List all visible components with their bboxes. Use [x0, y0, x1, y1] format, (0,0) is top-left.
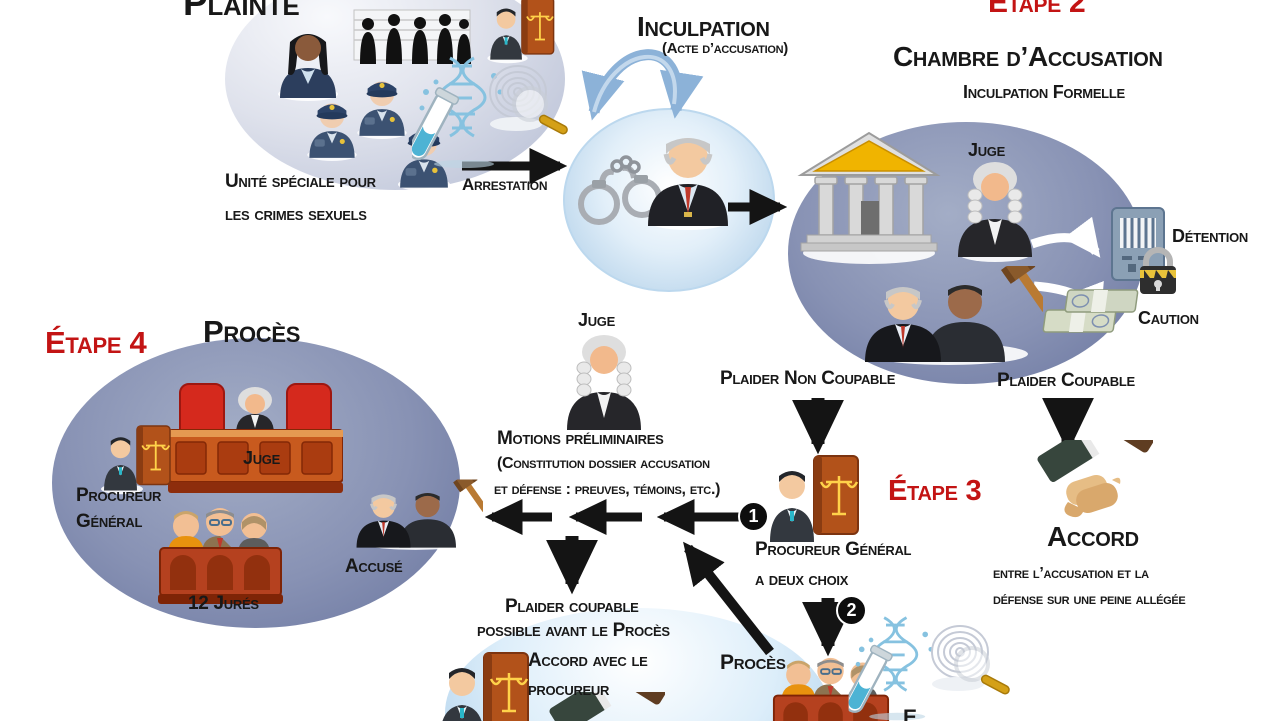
caution-label: Caution — [1138, 308, 1199, 328]
inculpation-title: Inculpation — [637, 11, 770, 42]
plea-line2: possible avant le Procès — [477, 620, 670, 641]
handcuffs-icon — [578, 155, 662, 225]
step2-judge-label: Juge — [968, 140, 1005, 160]
step4-jury-label: 12 Jurés — [188, 593, 259, 614]
arrestation-label: Arrestation — [462, 175, 548, 194]
inculpation-curved-arrow-highlight — [592, 54, 677, 113]
money-stack-icon — [1042, 289, 1139, 333]
partial-bottom-text: E — [903, 706, 917, 721]
accord-line1: entre l’accusation et la — [993, 565, 1149, 582]
inculpation-curved-arrow — [581, 49, 704, 121]
step1-unit-line2: les crimes sexuels — [225, 204, 367, 225]
motions-line2: (Constitution dossier accusation — [497, 455, 710, 472]
detention-label: Détention — [1172, 226, 1249, 246]
suspect-lineup-icon — [353, 9, 471, 64]
accord-title: Accord — [1047, 521, 1139, 552]
plea-line4: procureur — [528, 679, 610, 700]
step2-etape: Étape 2 — [988, 0, 1086, 19]
accord-line2: défense sur une peine allégée — [993, 591, 1186, 608]
motions-line1: Motions préliminaires — [497, 428, 664, 449]
fingerprint-magnifier-icon — [478, 62, 573, 142]
step4-prosecutor-line2: Général — [76, 511, 143, 532]
step3-prosecutor-label: Procureur Général — [755, 539, 912, 560]
step4-title: Procès — [203, 314, 301, 349]
step3-prosecutor-label2: a deux choix — [755, 569, 849, 589]
jury-trio-icon — [158, 492, 283, 607]
step2-title: Chambre d’Accusation — [893, 41, 1163, 72]
courthouse-icon — [797, 131, 941, 264]
motions-line3: et défense : preuves, témoins, etc.) — [494, 481, 721, 498]
step3-judge-label: Juge — [578, 310, 615, 330]
defendant-with-lawyer-gavel-icon — [853, 266, 1043, 366]
step1-heading: Plainte — [183, 0, 300, 23]
plea-line3: Accord avec le — [528, 650, 648, 671]
step3-etape: Étape 3 — [888, 475, 982, 507]
step4-accused-label: Accusé — [345, 556, 403, 577]
judge-bench-red-chairs-icon — [168, 383, 343, 493]
step2-subtitle: Inculpation Formelle — [963, 82, 1125, 102]
choice1-badge: 1 — [738, 501, 769, 532]
plea-line1: Plaider coupable — [505, 596, 639, 617]
defendant-with-lawyer-gavel-icon — [348, 465, 483, 565]
fingerprint-magnifier-icon — [920, 622, 1015, 702]
step4-judge-label: Juge — [243, 448, 280, 468]
prosecutor-law-book-icon — [762, 448, 862, 548]
choice2-badge: 2 — [836, 595, 867, 626]
plead-guilty-label: Plaider Coupable — [997, 370, 1135, 391]
arrested-man-icon — [648, 138, 728, 230]
inculpation-subtitle: (Acte d’accusation) — [662, 40, 788, 57]
trial-label: Procès — [720, 651, 786, 674]
victim-woman-icon — [278, 34, 338, 101]
judge-wig-icon — [558, 326, 650, 436]
prosecutor-law-book-icon — [88, 420, 183, 495]
judge-wig-icon — [950, 152, 1040, 264]
prosecutor-law-book-icon — [432, 645, 532, 721]
step4-etape: Étape 4 — [45, 325, 147, 360]
jail-door-padlock-icon — [1111, 207, 1176, 294]
plead-not-guilty-label: Plaider Non Coupable — [720, 368, 896, 389]
step1-unit-line1: Unité spéciale pour — [225, 171, 376, 192]
step4-prosecutor-line1: Procureur — [76, 485, 162, 506]
